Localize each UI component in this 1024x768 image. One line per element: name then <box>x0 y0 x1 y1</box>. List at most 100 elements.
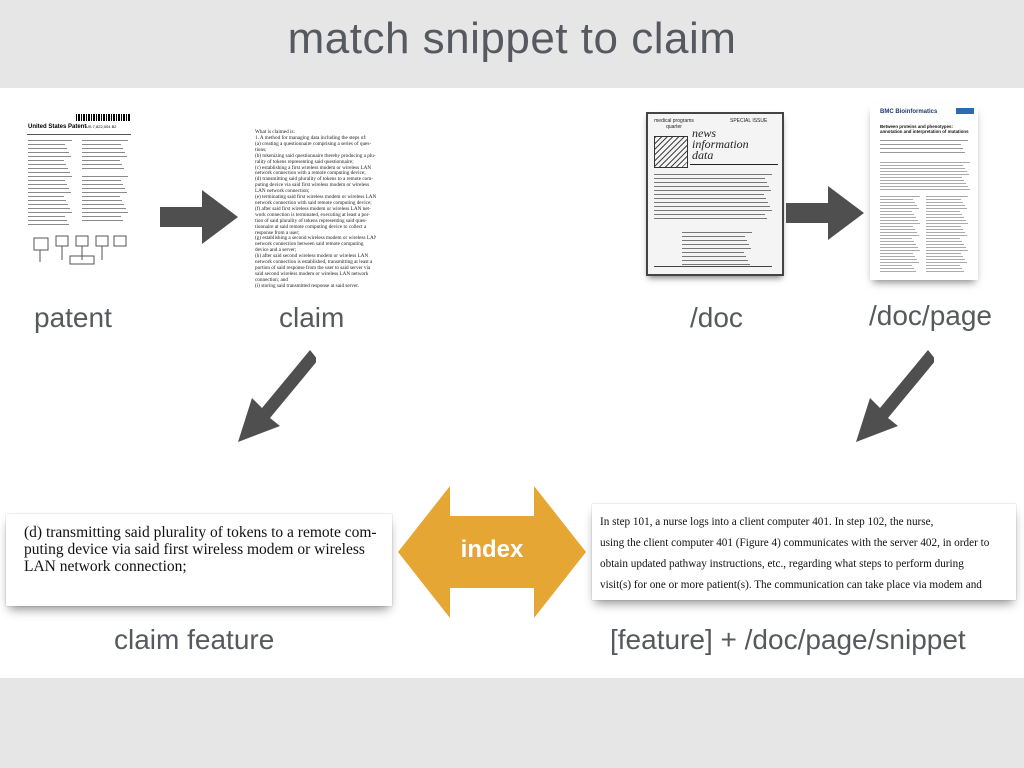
paper-badge <box>956 108 974 114</box>
arrow-doc-to-page <box>786 186 864 240</box>
text-line <box>82 184 123 185</box>
claim-line: (g) establishing a second wireless modem… <box>255 235 376 242</box>
patent-number: US 7,822,004 B2 <box>86 124 117 129</box>
patent-header: United States Patent <box>28 124 87 130</box>
text-line <box>82 164 122 165</box>
text-line <box>82 192 127 193</box>
text-line <box>880 208 919 209</box>
text-line <box>880 217 916 218</box>
claim-feature-snippet: (d) transmitting said plurality of token… <box>6 514 392 606</box>
text-line <box>880 268 914 269</box>
text-line <box>82 200 122 201</box>
text-line <box>926 268 962 269</box>
text-line <box>926 244 964 245</box>
newsletter-logo-box <box>654 136 688 168</box>
text-line <box>82 208 126 209</box>
claim-line: (c) establishing a first wireless modem … <box>255 164 372 171</box>
label-claim: claim <box>279 302 345 333</box>
text-line <box>880 265 912 266</box>
paper-journal: BMC Bioinformatics <box>880 109 938 115</box>
text-line <box>654 206 770 207</box>
text-line <box>654 190 771 191</box>
text-line <box>654 194 764 195</box>
text-line <box>880 241 914 242</box>
label-doc: /doc <box>690 302 743 333</box>
text-line <box>682 244 749 245</box>
text-line <box>28 192 71 193</box>
text-line <box>926 259 965 260</box>
text-line <box>28 224 69 225</box>
newsletter-tag: SPECIAL ISSUE <box>730 118 768 124</box>
doc-snippet-text: In step 101, a nurse logs into a client … <box>600 512 1008 596</box>
doc-snippet-line: using the client computer 401 (Figure 4)… <box>600 537 990 549</box>
text-line <box>82 168 124 169</box>
claim-feature-line: puting device via said first wireless mo… <box>24 541 365 558</box>
title-band <box>0 0 1024 88</box>
newsletter-title-line: news <box>692 126 716 140</box>
text-line <box>654 210 772 211</box>
index-double-arrow <box>398 486 586 618</box>
text-line <box>880 140 968 141</box>
text-line <box>880 244 916 245</box>
doc-snippet-line: obtain updated pathway instructions, etc… <box>600 558 964 570</box>
text-line <box>880 247 918 248</box>
text-line <box>28 144 65 145</box>
slide-title: match snippet to claim <box>287 14 737 63</box>
claim-line: 1. A method for managing data including … <box>255 135 367 141</box>
text-line <box>880 211 912 212</box>
text-line <box>880 165 963 166</box>
text-line <box>82 144 121 145</box>
claim-line: network connection between said remote c… <box>255 241 364 248</box>
text-line <box>880 256 915 257</box>
text-line <box>926 235 967 236</box>
text-line <box>926 205 965 206</box>
text-line <box>654 198 766 199</box>
claim-line: (f) after said first wireless modem or w… <box>255 205 371 212</box>
text-line <box>28 160 64 161</box>
text-line <box>682 252 744 253</box>
text-line <box>880 214 914 215</box>
text-line <box>28 148 67 149</box>
paper-thumbnail: BMC Bioinformatics Between proteins and … <box>870 104 978 280</box>
text-line <box>880 223 920 224</box>
text-line <box>28 188 69 189</box>
text-line <box>682 248 751 249</box>
text-line <box>654 214 765 215</box>
text-line <box>82 180 121 181</box>
text-line <box>682 256 746 257</box>
text-line <box>880 183 966 184</box>
claim-line: (e) terminating said first wireless mode… <box>255 194 376 201</box>
text-line <box>926 199 961 200</box>
text-line <box>28 216 65 217</box>
text-line <box>880 199 913 200</box>
text-line <box>28 200 66 201</box>
text-line <box>880 180 964 181</box>
arrow-patent-to-claim <box>160 190 238 244</box>
claim-line: connection; and <box>255 276 288 283</box>
claim-line: device and a server; <box>255 247 297 254</box>
arrow-claim-to-feature <box>238 350 316 442</box>
text-line <box>654 178 765 179</box>
text-line <box>926 250 968 251</box>
claim-heading: What is claimed is: <box>255 129 295 135</box>
text-line <box>926 241 962 242</box>
label-doc-page: /doc/page <box>869 300 992 331</box>
footer-band <box>0 678 1024 768</box>
text-line <box>880 205 917 206</box>
text-line <box>82 148 123 149</box>
text-line <box>82 212 128 213</box>
label-feature-snippet: [feature] + /doc/page/snippet <box>610 624 966 655</box>
text-line <box>82 152 125 153</box>
claim-line: tionnaire at said remote computing devic… <box>255 223 367 230</box>
text-line <box>28 140 72 141</box>
text-line <box>880 174 969 175</box>
text-line <box>926 217 964 218</box>
text-line <box>880 189 970 190</box>
claim-line: (h) after said second wireless modem or … <box>255 253 369 260</box>
patent-thumbnail: United States Patent US 7,822,004 B2 <box>24 112 134 270</box>
text-line <box>682 264 750 265</box>
text-line <box>880 259 917 260</box>
text-line <box>926 265 960 266</box>
claim-line: network connection with said remote comp… <box>255 199 372 206</box>
